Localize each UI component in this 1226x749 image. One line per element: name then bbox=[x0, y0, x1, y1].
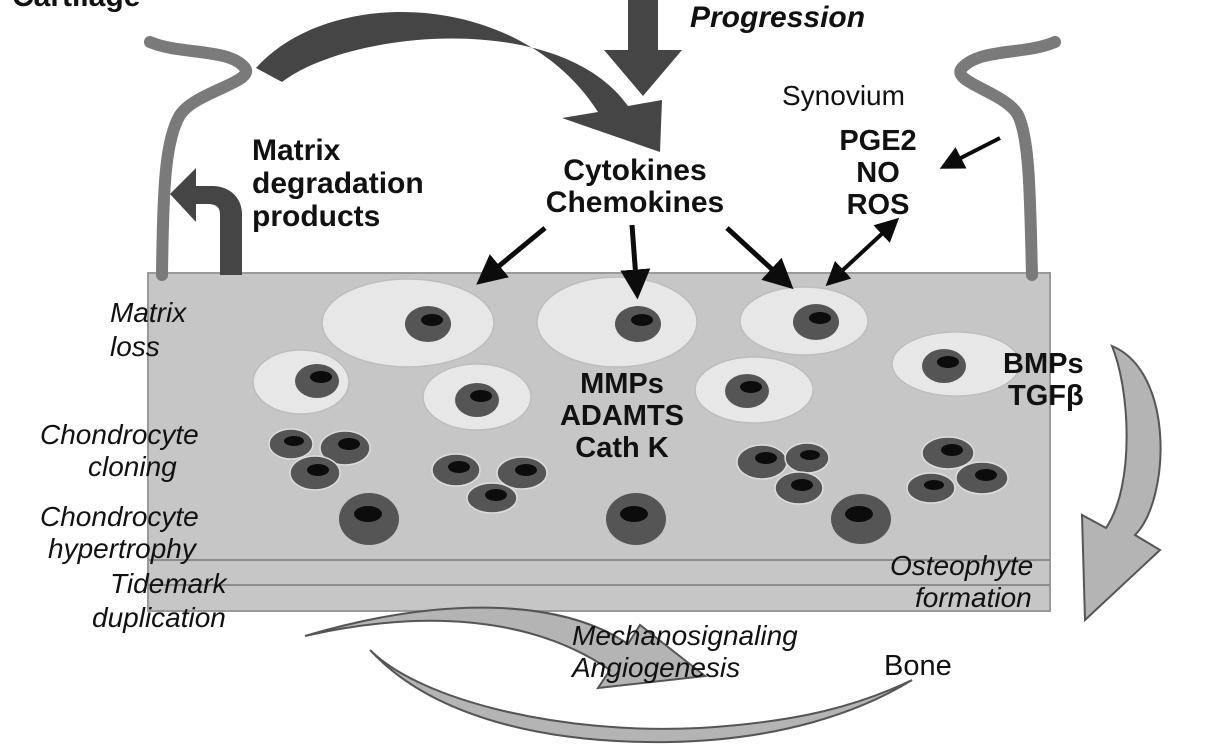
chondrocyte-cloning-line1: Chondrocyte bbox=[40, 419, 199, 450]
mechanosignaling-line1: Mechanosignaling bbox=[572, 620, 798, 651]
progression-arrow bbox=[604, 0, 682, 96]
growth-factor-bmps: BMPs bbox=[1003, 348, 1084, 380]
chondrocyte-cloning-line2: cloning bbox=[88, 451, 177, 482]
chondrocyte bbox=[725, 374, 769, 408]
mechanosignaling-arrow bbox=[304, 606, 913, 744]
enzyme-adamts: ADAMTS bbox=[560, 400, 684, 432]
chondrocyte-hypertrophy-line2: hypertrophy bbox=[48, 533, 198, 564]
matrix-degradation-line2: degradation bbox=[252, 167, 424, 200]
matrix-degradation-arrow bbox=[170, 168, 242, 275]
chondrocyte bbox=[793, 304, 839, 340]
synovium-to-cytokines-arrow bbox=[256, 12, 662, 152]
synovium-label: Synovium bbox=[782, 80, 905, 111]
ros-bidirectional-arrow bbox=[825, 217, 900, 287]
matrix-loss-line1: Matrix bbox=[110, 297, 187, 328]
chondrocyte bbox=[295, 364, 339, 398]
chondrocyte bbox=[922, 349, 966, 383]
chondrocyte bbox=[455, 383, 499, 417]
mediator-pge2: PGE2 bbox=[839, 125, 916, 157]
mechanosignaling-line2: Angiogenesis bbox=[570, 652, 740, 683]
chondrocyte-cluster bbox=[906, 436, 1009, 504]
cytokine-arrow-center bbox=[620, 224, 651, 300]
chondrocyte bbox=[615, 306, 661, 342]
synovium-left bbox=[144, 36, 253, 281]
synovium-right bbox=[954, 36, 1061, 281]
chondrocyte-cluster bbox=[736, 442, 830, 505]
osteophyte-arrow bbox=[1080, 344, 1162, 623]
chondrocyte bbox=[405, 306, 451, 342]
cartilage-label: Cartilage bbox=[12, 0, 140, 13]
hypertrophic-chondrocyte bbox=[339, 493, 399, 545]
synovium-mediator-arrow bbox=[939, 136, 1001, 169]
hypertrophic-chondrocyte bbox=[606, 493, 666, 545]
matrix-loss-line2: loss bbox=[110, 331, 160, 362]
chondrocyte-cluster bbox=[268, 428, 371, 491]
chondrocyte-hypertrophy-line1: Chondrocyte bbox=[40, 501, 199, 532]
matrix-degradation-line3: products bbox=[252, 200, 380, 233]
bone-label: Bone bbox=[884, 650, 952, 682]
mediator-ros: ROS bbox=[847, 189, 910, 221]
enzyme-mmps: MMPs bbox=[580, 368, 664, 400]
cytokine-arrow-left bbox=[476, 226, 547, 285]
cytokines-label: Cytokines bbox=[563, 154, 706, 187]
tidemark-duplication-line1: Tidemark bbox=[110, 568, 228, 599]
tidemark-duplication-line2: duplication bbox=[92, 602, 226, 633]
cytokine-arrow-right bbox=[725, 226, 794, 290]
progression-label: Progression bbox=[690, 1, 865, 34]
chemokines-label: Chemokines bbox=[546, 186, 724, 219]
hypertrophic-chondrocyte bbox=[831, 494, 891, 544]
enzyme-cathk: Cath K bbox=[575, 432, 669, 464]
osteophyte-formation-line1: Osteophyte bbox=[890, 550, 1033, 581]
growth-factor-tgfb: TGFβ bbox=[1008, 380, 1084, 412]
mediator-no: NO bbox=[856, 157, 900, 189]
chondrocytes bbox=[268, 304, 1009, 545]
matrix-degradation-line1: Matrix bbox=[252, 134, 341, 167]
osteophyte-formation-line2: formation bbox=[915, 582, 1032, 613]
chondrocyte-cluster bbox=[431, 453, 548, 514]
